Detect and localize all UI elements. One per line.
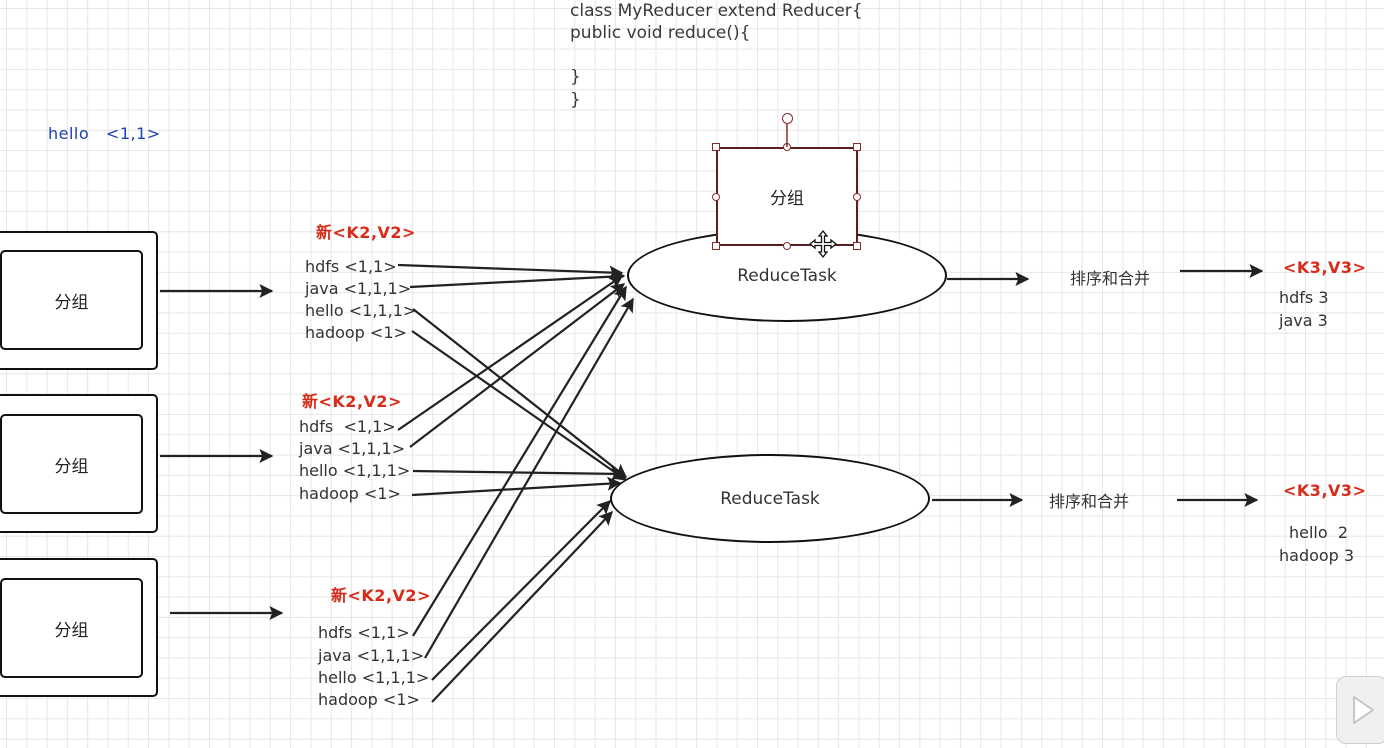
- connection-point-right[interactable]: [853, 193, 861, 201]
- sort-merge-label-1: 排序和合并: [1070, 269, 1151, 288]
- arrow-g1-hdfs: [397, 263, 624, 280]
- arrow-g3-hdfs: [412, 285, 627, 637]
- group1-line-java: java <1,1,1>: [305, 279, 412, 298]
- arrow-g1-hadoop: [411, 330, 628, 481]
- resize-handle-bottom-right[interactable]: [853, 242, 861, 250]
- rotate-handle[interactable]: [782, 113, 793, 124]
- code-line-3: }: [570, 67, 581, 87]
- group2-line-java: java <1,1,1>: [299, 439, 406, 458]
- move-cursor-icon: [808, 229, 838, 259]
- connection-point-left[interactable]: [712, 193, 720, 201]
- group3-line-java: java <1,1,1>: [318, 646, 425, 665]
- arrow-g3-java: [424, 297, 634, 659]
- arrow-g1-hello: [412, 308, 628, 478]
- group2-line-hdfs: hdfs <1,1>: [299, 417, 396, 436]
- sort-merge-label-2: 排序和合并: [1049, 492, 1130, 511]
- group2-line-hello: hello <1,1,1>: [299, 461, 411, 480]
- k2v2-title-2: 新<K2,V2>: [302, 392, 402, 411]
- group1-line-hadoop: hadoop <1>: [305, 323, 407, 342]
- reduce-task-2[interactable]: ReduceTask: [610, 454, 930, 543]
- k2v2-title-1: 新<K2,V2>: [316, 223, 416, 242]
- group1-line-hdfs: hdfs <1,1>: [305, 257, 397, 276]
- mapper-group-box-2[interactable]: 分组: [0, 414, 143, 514]
- code-line-2: public void reduce(){: [570, 23, 751, 43]
- resize-handle-top-right[interactable]: [853, 143, 861, 151]
- mapper-group-box-3[interactable]: 分组: [0, 578, 143, 678]
- hello-note: hello <1,1>: [48, 124, 161, 143]
- output1-line-hdfs: hdfs 3: [1279, 288, 1329, 307]
- group1-line-hello: hello <1,1,1>: [305, 301, 417, 320]
- connection-point-bottom[interactable]: [783, 242, 791, 250]
- group3-line-hdfs: hdfs <1,1>: [318, 623, 410, 642]
- k3v3-title-1: <K3,V3>: [1283, 258, 1367, 277]
- arrow-g3-hello: [431, 500, 611, 681]
- output2-line-hello: hello 2: [1289, 523, 1349, 542]
- resize-handle-top-left[interactable]: [712, 143, 720, 151]
- k3v3-title-2: <K3,V3>: [1283, 481, 1367, 500]
- reduce-task-1-label: ReduceTask: [737, 265, 837, 286]
- group3-line-hello: hello <1,1,1>: [318, 668, 430, 687]
- group3-line-hadoop: hadoop <1>: [318, 690, 420, 709]
- group2-line-hadoop: hadoop <1>: [299, 484, 401, 503]
- mapper-group-box-1[interactable]: 分组: [0, 250, 143, 350]
- arrow-g2-hadoop: [411, 476, 622, 497]
- code-line-4: }: [570, 90, 581, 110]
- output2-line-hadoop: hadoop 3: [1279, 546, 1355, 565]
- arrow-g3-hadoop: [431, 510, 613, 703]
- arrow-g2-hello: [412, 466, 626, 481]
- arrow-g2-java: [409, 283, 626, 448]
- arrow-g1-java: [409, 269, 626, 289]
- k2v2-title-3: 新<K2,V2>: [331, 586, 431, 605]
- reduce-task-2-label: ReduceTask: [720, 488, 820, 509]
- code-line-1: class MyReducer extend Reducer{: [570, 1, 863, 21]
- arrow-g2-hdfs: [397, 275, 624, 431]
- output1-line-java: java 3: [1279, 311, 1328, 330]
- resize-handle-bottom-left[interactable]: [712, 242, 720, 250]
- play-button[interactable]: [1336, 676, 1384, 744]
- play-icon: [1353, 696, 1374, 724]
